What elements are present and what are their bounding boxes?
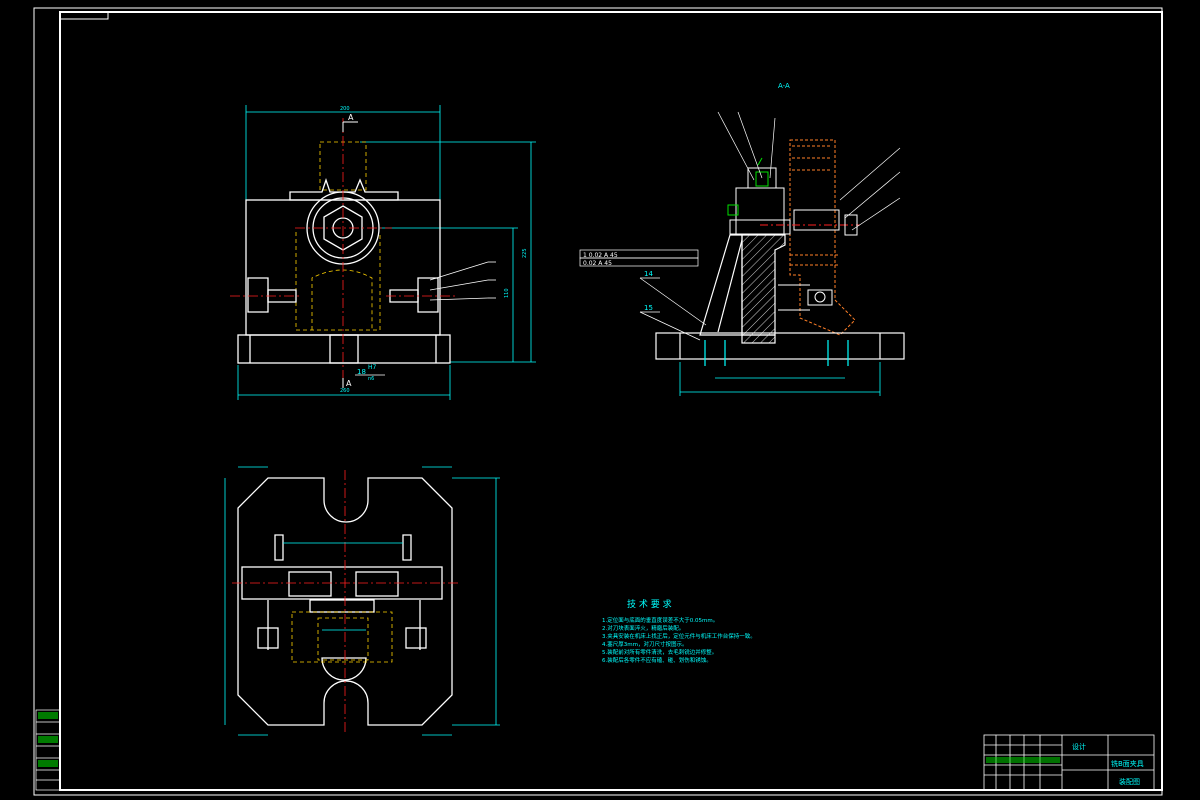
top-view-hidden-lines xyxy=(291,611,393,663)
title-part-name: 铣B面夹具 xyxy=(1111,759,1144,768)
front-view-dimensions: 200 260 225 110 xyxy=(237,105,536,400)
top-view-outline xyxy=(237,477,453,726)
title-designer: 设计 xyxy=(1072,742,1086,751)
svg-text:260: 260 xyxy=(340,388,350,394)
tech-item-6: 6.装配后各零件不应有磕、碰、划伤和锈蚀。 xyxy=(602,656,712,664)
technical-requirements: 技 术 要 求 1.定位面与底面的垂直度误差不大于0.05mm。 2.对刀块表面… xyxy=(602,598,756,664)
tolerance-row-2: 0.02 A 45 xyxy=(583,260,612,267)
section-view: A-A xyxy=(579,82,905,396)
tech-item-2: 2.对刀块表面淬火，精磨后装配。 xyxy=(602,624,684,632)
tolerance-row-1: 1 0.02 A 45 xyxy=(583,252,618,259)
left-revision-strip xyxy=(35,709,61,791)
fit-tolerance: 18 H7 n6 xyxy=(355,364,385,382)
weld-marks xyxy=(727,157,763,216)
svg-text:200: 200 xyxy=(340,106,350,112)
section-balloons xyxy=(639,111,901,341)
tech-title: 技 术 要 求 xyxy=(627,598,672,610)
workpiece xyxy=(789,139,856,336)
svg-text:110: 110 xyxy=(504,288,510,298)
locating-pin xyxy=(729,167,860,311)
top-view xyxy=(224,466,500,736)
fit-shaft: n6 xyxy=(368,376,374,382)
cut-marker-top: A xyxy=(348,113,354,122)
svg-text:225: 225 xyxy=(522,248,528,258)
section-dimensions xyxy=(679,362,881,396)
geometric-tolerance-frames: 1 0.02 A 45 0.02 A 45 xyxy=(579,249,699,267)
fit-size: 18 xyxy=(357,368,366,376)
tech-item-4: 4.塞尺厚3mm，对刀尺寸按图示。 xyxy=(602,640,687,648)
tech-item-5: 5.装配前对所有零件清洗，去毛刺锐边并修整。 xyxy=(602,648,717,656)
front-view: 200 260 225 110 xyxy=(230,105,536,400)
title-drawing-type: 装配图 xyxy=(1119,777,1140,786)
part-number-15: 15 xyxy=(644,304,653,312)
part-number-14: 14 xyxy=(644,270,653,278)
base-plate xyxy=(655,332,905,366)
top-view-dimensions xyxy=(224,466,500,736)
front-view-balloons xyxy=(429,261,496,301)
fit-hole: H7 xyxy=(368,364,377,371)
cut-marker-bottom: A xyxy=(346,379,352,388)
tech-item-3: 3.夹具安装在机床上找正后，定位元件与机床工作台保持一致。 xyxy=(602,632,756,640)
front-view-outline xyxy=(237,177,451,364)
section-label: A-A xyxy=(778,82,790,90)
top-view-centerlines xyxy=(232,470,460,732)
title-block: 设计 铣B面夹具 装配图 xyxy=(983,734,1155,791)
tech-item-1: 1.定位面与底面的垂直度误差不大于0.05mm。 xyxy=(602,616,718,624)
sheet-frame xyxy=(33,7,1163,796)
fixture-body-section xyxy=(699,234,786,336)
front-view-centerlines xyxy=(230,118,456,385)
